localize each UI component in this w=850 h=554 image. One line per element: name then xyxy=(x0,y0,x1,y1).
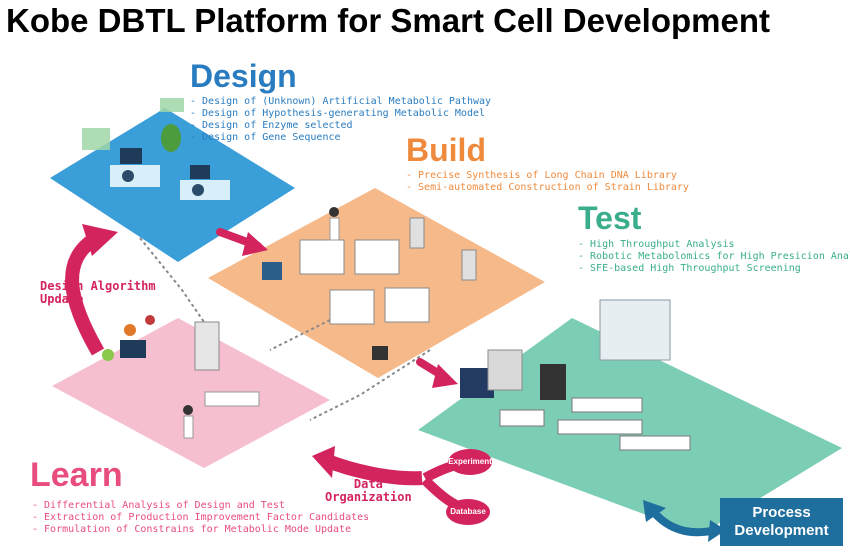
list-item: - SFE-based High Throughput Screening xyxy=(578,263,801,274)
design-room-equipment xyxy=(82,98,230,200)
list-item: - High Throughput Analysis xyxy=(578,239,735,250)
process-arrow-head-left xyxy=(643,500,666,522)
test-room-equipment xyxy=(460,299,691,451)
data-organization-label: Data Organization xyxy=(325,478,412,504)
arrow-design-to-build-head xyxy=(242,232,268,256)
label-line: Process xyxy=(752,504,811,521)
list-item: - Design of Gene Sequence xyxy=(190,132,341,143)
label-line: Organization xyxy=(325,490,412,504)
list-item: - Extraction of Production Improvement F… xyxy=(32,512,370,523)
list-item: - Design of (Unknown) Artificial Metabol… xyxy=(190,96,492,107)
arrow-test-to-learn xyxy=(322,453,423,486)
data-link-design-learn xyxy=(139,237,205,323)
build-platform xyxy=(208,188,545,378)
test-list: - High Throughput Analysis - Robotic Met… xyxy=(578,239,850,275)
design-heading: Design xyxy=(190,58,297,94)
page-title: Kobe DBTL Platform for Smart Cell Develo… xyxy=(6,2,771,39)
list-item: - Precise Synthesis of Long Chain DNA Li… xyxy=(406,170,677,181)
label-line: Development xyxy=(734,522,829,539)
build-room-equipment xyxy=(262,207,477,360)
experiment-bubble xyxy=(448,449,492,475)
database-bubble xyxy=(446,499,490,525)
arrow-build-to-test-head xyxy=(432,364,458,388)
test-heading: Test xyxy=(578,200,642,236)
data-link-build-learn xyxy=(269,319,331,351)
learn-room-equipment xyxy=(102,315,260,439)
list-item: - Design of Enzyme selected xyxy=(190,120,353,131)
arrow-learn-to-design xyxy=(65,232,105,356)
design-algorithm-update-label: Design Algorithm Update xyxy=(40,280,156,306)
arrow-learn-to-design-head xyxy=(82,224,118,256)
process-development-box: Process Development xyxy=(720,498,843,546)
list-item: - Differential Analysis of Design and Te… xyxy=(32,500,285,511)
list-item: - Semi-automated Construction of Strain … xyxy=(406,182,689,193)
label-line: Data xyxy=(353,477,383,491)
arrow-test-to-learn-head xyxy=(312,446,335,478)
list-item: - Robotic Metabolomics for High Presicio… xyxy=(578,251,850,262)
label-line: Design Algorithm xyxy=(40,279,156,293)
database-label: Database xyxy=(450,507,486,516)
process-arrow-head-right xyxy=(708,520,726,542)
process-arrow xyxy=(648,507,717,537)
label-line: Update xyxy=(40,292,84,306)
build-heading: Build xyxy=(406,132,486,168)
data-link-test-learn xyxy=(309,349,431,421)
list-item: - Design of Hypothesis-generating Metabo… xyxy=(190,108,486,119)
build-list: - Precise Synthesis of Long Chain DNA Li… xyxy=(406,170,689,194)
learn-heading: Learn xyxy=(30,456,123,494)
design-list: - Design of (Unknown) Artificial Metabol… xyxy=(190,96,491,144)
list-item: - Formulation of Constrains for Metaboli… xyxy=(32,524,352,535)
experiment-label: Experiment xyxy=(448,457,492,466)
learn-list: - Differential Analysis of Design and Te… xyxy=(32,500,369,536)
design-platform xyxy=(50,108,295,262)
